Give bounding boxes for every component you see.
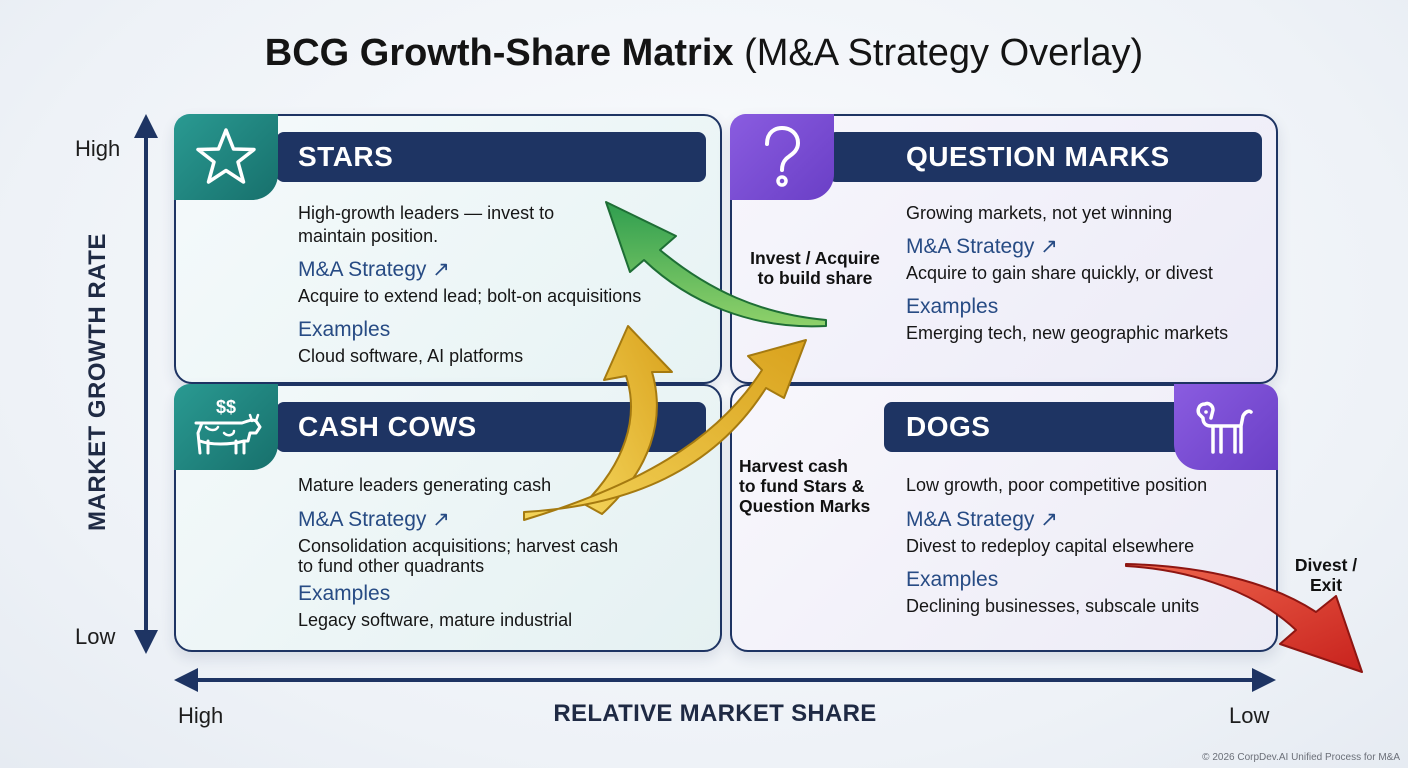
quadrant-cash-cows: CASH COWS $$ Mature leaders generating c… [174, 384, 722, 652]
divest-label-line2: Exit [1309, 575, 1343, 595]
dogs-examples-label: Examples [906, 568, 999, 591]
stars-desc-line1: High-growth leaders — invest to [298, 203, 555, 223]
title-subtitle: (M&A Strategy Overlay) [744, 32, 1144, 74]
star-icon-tile [174, 114, 278, 200]
question-marks-strategy-label: M&A Strategy ↗ [906, 235, 1058, 258]
question-mark-icon-tile [730, 114, 834, 200]
stars-title: STARS [298, 141, 394, 172]
question-marks-examples-label: Examples [906, 295, 999, 318]
dog-icon [1196, 401, 1253, 454]
invest-label-line1: Invest / Acquire [750, 248, 880, 268]
question-marks-desc: Growing markets, not yet winning [906, 203, 1173, 223]
dogs-strategy-label: M&A Strategy ↗ [906, 508, 1058, 531]
cash-cows-strategy-label: M&A Strategy ↗ [298, 508, 450, 531]
copyright-notice: © 2026 CorpDev.AI Unified Process for M&… [1202, 752, 1400, 763]
stars-examples-label: Examples [298, 318, 391, 341]
divest-label-line1: Divest / [1294, 555, 1358, 575]
cash-cows-strategy-line1: Consolidation acquisitions; harvest cash [298, 536, 619, 556]
cow-money-icon-tile: $$ [174, 384, 278, 470]
y-axis-title: MARKET GROWTH RATE [84, 233, 111, 531]
stars-banner: STARS [276, 132, 706, 182]
harvest-label-line3: Question Marks [739, 496, 871, 516]
question-mark-icon [765, 125, 801, 187]
cow-money-icon: $$ [194, 397, 262, 455]
question-marks-strategy: Acquire to gain share quickly, or divest [906, 263, 1213, 283]
y-axis-low-label: Low [75, 624, 116, 649]
cash-cows-examples: Legacy software, mature industrial [298, 610, 573, 630]
title-main: BCG Growth-Share Matrix [264, 32, 734, 74]
stars-desc-line2: maintain position. [298, 226, 439, 246]
dog-icon-tile [1174, 384, 1278, 470]
y-axis-high-label: High [75, 136, 121, 161]
cash-cows-desc: Mature leaders generating cash [298, 475, 552, 495]
quadrant-stars: STARS High-growth leaders — invest to ma… [174, 114, 722, 384]
dogs-examples: Declining businesses, subscale units [906, 596, 1200, 616]
cash-cows-banner: CASH COWS [276, 402, 706, 452]
question-marks-banner: QUESTION MARKS [828, 132, 1262, 182]
dogs-desc: Low growth, poor competitive position [906, 475, 1208, 495]
dogs-banner: DOGS [884, 402, 1224, 452]
stars-strategy-label: M&A Strategy ↗ [298, 258, 450, 281]
harvest-label-line1: Harvest cash [739, 456, 848, 476]
harvest-cash-label: Harvest cash to fund Stars & Question Ma… [739, 456, 870, 516]
invest-acquire-label: Invest / Acquire to build share [735, 248, 895, 288]
star-icon [196, 128, 256, 184]
x-axis-high-label: High [178, 703, 224, 728]
x-axis-arrow [174, 668, 1276, 692]
invest-label-line2: to build share [757, 268, 873, 288]
stars-examples: Cloud software, AI platforms [298, 346, 524, 366]
cash-cows-title: CASH COWS [298, 411, 477, 442]
cash-cows-examples-label: Examples [298, 582, 391, 605]
page-title: BCG Growth-Share Matrix (M&A Strategy Ov… [0, 30, 1408, 76]
cash-cows-strategy-line2: to fund other quadrants [298, 556, 485, 576]
question-marks-title: QUESTION MARKS [906, 141, 1170, 172]
question-marks-examples: Emerging tech, new geographic markets [906, 323, 1229, 343]
y-axis-arrow [134, 114, 158, 654]
x-axis-title: RELATIVE MARKET SHARE [553, 700, 877, 727]
dogs-title: DOGS [906, 411, 991, 442]
x-axis-low-label: Low [1229, 703, 1270, 728]
quadrant-dogs: DOGS Low growth, poor competitive positi… [730, 384, 1278, 652]
dogs-strategy: Divest to redeploy capital elsewhere [906, 536, 1195, 556]
harvest-label-line2: to fund Stars & [739, 476, 865, 496]
svg-text:$$: $$ [216, 397, 236, 417]
stars-strategy: Acquire to extend lead; bolt-on acquisit… [298, 286, 642, 306]
divest-exit-label: Divest / Exit [1286, 555, 1366, 595]
